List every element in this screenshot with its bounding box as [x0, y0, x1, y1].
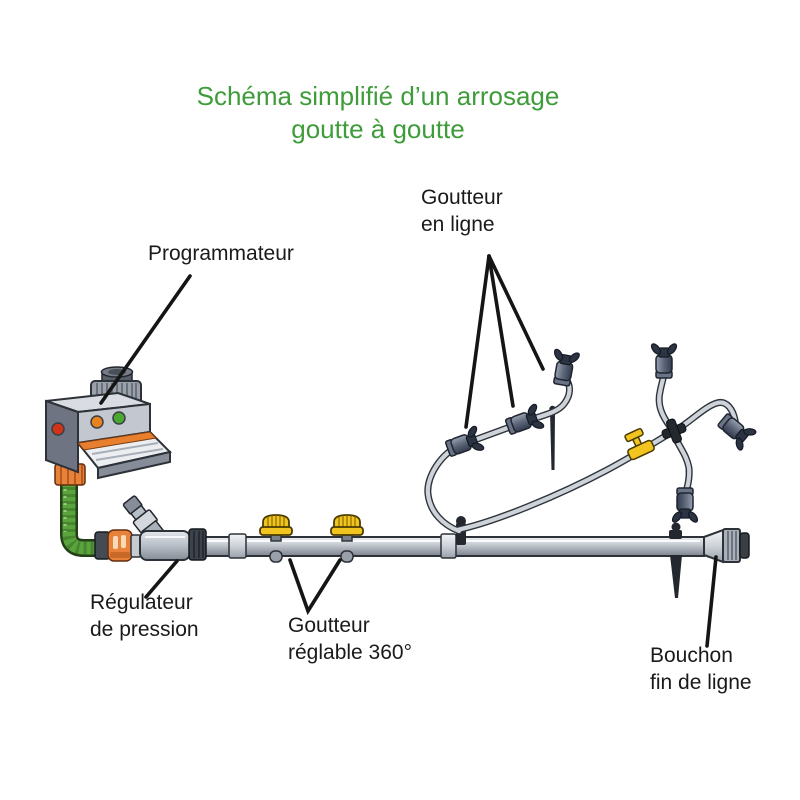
adjustable-dripper: [259, 514, 293, 563]
label-pressure-regulator-line2: de pression: [90, 618, 199, 641]
pipe-coupler-sleeve: [440, 533, 457, 559]
label-end-cap: Bouchon fin de ligne: [650, 642, 752, 696]
micro-tube: [424, 362, 740, 535]
cross-junction: [661, 418, 687, 444]
title-line-2: goutte à goutte: [291, 114, 465, 144]
green-indicator-dot: [112, 411, 126, 425]
regulator-nut: [188, 528, 207, 561]
pointer-regulator: [144, 559, 179, 599]
end-cap: [703, 528, 750, 564]
diagram-title: Schéma simplifié d’un arrosage goutte à …: [178, 80, 578, 146]
inline-dripper: [671, 487, 699, 523]
shutoff-valve: [624, 427, 655, 461]
pointer-end-cap: [705, 555, 718, 648]
inline-dripper: [504, 403, 545, 435]
quick-connector: [107, 529, 133, 562]
label-adjustable-dripper-line1: Goutteur: [288, 614, 370, 637]
pointer-adjustable-drippers: [288, 558, 342, 616]
label-adjustable-dripper-line2: réglable 360°: [288, 641, 412, 664]
label-pressure-regulator: Régulateur de pression: [90, 589, 199, 643]
label-end-cap-line2: fin de ligne: [650, 671, 752, 694]
label-inline-dripper-line2: en ligne: [421, 213, 495, 236]
garden-hose: [60, 480, 98, 557]
pointer-programmer: [99, 274, 192, 405]
label-end-cap-line1: Bouchon: [650, 644, 733, 667]
orange-indicator-dot: [90, 415, 104, 429]
inline-dripper: [717, 413, 757, 451]
inline-dripper: [444, 425, 485, 457]
label-inline-dripper: Goutteur en ligne: [421, 184, 503, 238]
timer-body: [45, 391, 172, 480]
adjustable-dripper: [330, 514, 364, 563]
pointer-inline-dripper-1: [464, 254, 491, 429]
pipe-coupler-sleeve: [228, 533, 247, 559]
label-inline-dripper-line1: Goutteur: [421, 186, 503, 209]
pointer-inline-dripper-3: [487, 254, 545, 371]
title-line-1: Schéma simplifié d’un arrosage: [196, 81, 560, 111]
red-indicator-dot: [51, 422, 65, 436]
label-adjustable-dripper: Goutteur réglable 360°: [288, 612, 412, 666]
regulator-body: [139, 530, 191, 561]
inline-dripper: [553, 348, 580, 387]
inline-dripper: [650, 343, 678, 379]
label-pressure-regulator-line1: Régulateur: [90, 591, 193, 614]
label-programmer: Programmateur: [148, 242, 294, 265]
pointer-inline-dripper-2: [487, 254, 515, 408]
pressure-regulator: [94, 495, 207, 562]
programmer-timer: [45, 366, 172, 486]
pipe-stake: [669, 522, 682, 598]
pointer-lines: [99, 254, 718, 648]
